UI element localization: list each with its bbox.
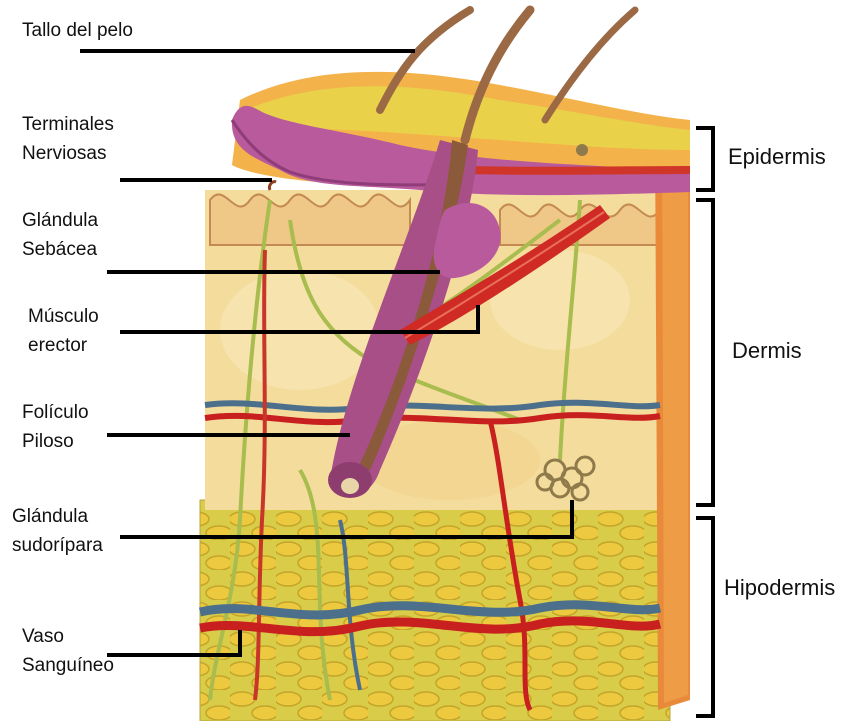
label-erector-muscle: Músculo erector <box>28 302 99 360</box>
bracket-hypodermis <box>696 518 713 716</box>
skin-block-side <box>655 120 690 710</box>
region-brackets <box>696 128 713 716</box>
label-hair-shaft: Tallo del pelo <box>22 16 133 45</box>
label-blood-vessel: Vaso Sanguíneo <box>22 622 114 680</box>
bracket-dermis <box>696 200 713 505</box>
region-label-dermis: Dermis <box>732 338 802 364</box>
label-sebaceous-gland: Glándula Sebácea <box>22 206 98 264</box>
bracket-epidermis <box>696 128 713 190</box>
region-label-hypodermis: Hipodermis <box>724 575 835 601</box>
label-hair-follicle: Folículo Piloso <box>22 398 89 456</box>
label-sweat-gland: Glándula sudorípara <box>12 502 103 560</box>
region-label-epidermis: Epidermis <box>728 144 826 170</box>
label-nerve-endings: Terminales Nerviosas <box>22 110 114 168</box>
